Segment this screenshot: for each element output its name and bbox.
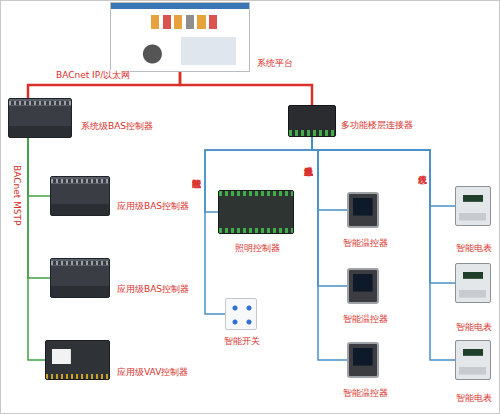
bus-label: BACnet MSTP — [12, 165, 22, 226]
device-box: 照明控制器 — [218, 190, 294, 234]
device-box: 系统平台 — [110, 2, 250, 72]
device-box: 多功能楼层连接器 — [288, 105, 336, 137]
device-label: 应用级VAV控制器 — [117, 367, 188, 378]
bus-line — [312, 137, 455, 360]
bus-label: BACnet IP/以太网 — [56, 70, 130, 80]
device-label: 应用级BAS控制器 — [117, 201, 189, 212]
device-box: 应用级VAV控制器 — [45, 340, 110, 380]
device-label: 智能温控器 — [343, 238, 388, 249]
bus-line — [312, 137, 455, 206]
device-box: 智能电表 — [455, 186, 491, 226]
device-box: 智能电表 — [455, 263, 491, 303]
device-label: 智能电表 — [456, 243, 492, 254]
bus-line — [312, 137, 347, 360]
device-label: 系统平台 — [257, 58, 293, 69]
bus-line — [28, 138, 50, 196]
device-box: 智能电表 — [455, 340, 491, 380]
bus-line — [180, 72, 312, 105]
device-label: 照明控制器 — [235, 243, 280, 254]
device-box: 智能温控器 — [347, 192, 379, 228]
device-label: 应用级BAS控制器 — [117, 284, 189, 295]
device-label: 智能温控器 — [343, 388, 388, 399]
device-box: 应用级BAS控制器 — [50, 258, 110, 298]
device-box: 应用级BAS控制器 — [50, 176, 110, 216]
device-label: 系统级BAS控制器 — [81, 121, 153, 132]
device-label: 智能开关 — [224, 336, 260, 347]
device-box: 智能温控器 — [347, 268, 379, 304]
device-box: 智能温控器 — [347, 342, 379, 378]
bus-line — [28, 138, 50, 278]
device-box: 系统级BAS控制器 — [8, 98, 72, 138]
device-label: 智能电表 — [456, 322, 492, 333]
bus-line — [28, 138, 45, 360]
device-label: 智能电表 — [456, 393, 492, 404]
device-label: 多功能楼层连接器 — [341, 120, 413, 131]
bus-line — [205, 137, 312, 314]
device-box: 智能开关 — [225, 298, 257, 330]
device-label: 智能温控器 — [343, 314, 388, 325]
bus-line — [312, 137, 455, 283]
